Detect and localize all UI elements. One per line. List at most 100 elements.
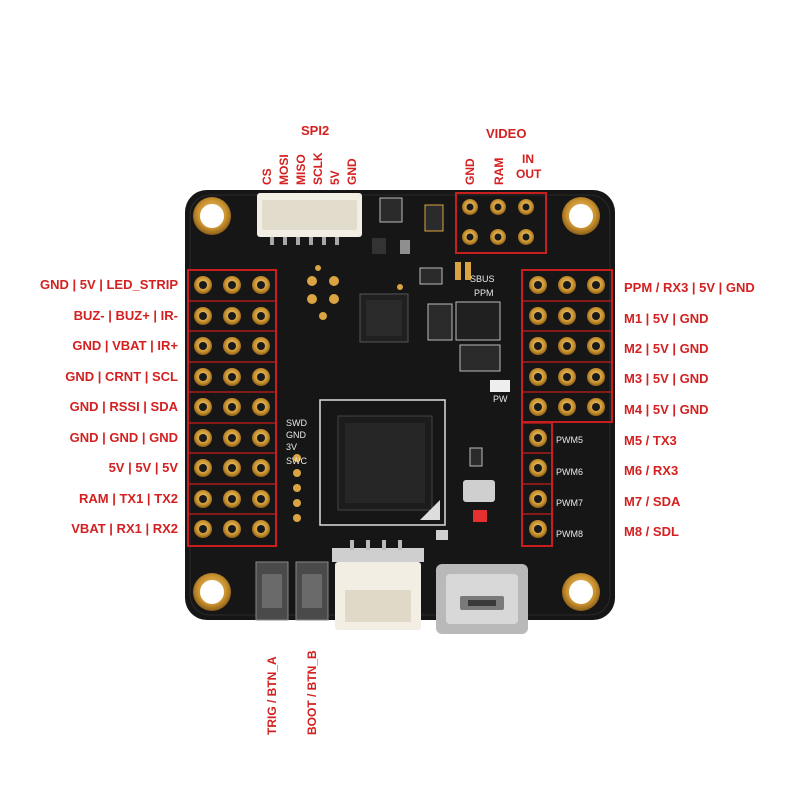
crystal-and-leds [436,380,510,540]
left-header-pin [194,276,212,294]
smd-components-top [307,197,471,320]
right-header-pin [529,398,547,416]
right-header-pin [529,368,547,386]
left-label-row-9: VBAT | RX1 | RX2 [71,521,178,536]
jst-connector [332,540,424,630]
right-label-row-5: M4 | 5V | GND [624,402,709,417]
right-label-row-9: M8 / SDL [624,524,679,539]
video-pin-label-gnd: GND [463,158,477,185]
right-header-pin [529,520,547,538]
spi2-pin-label-miso: MISO [294,154,308,185]
left-header-pin [194,307,212,325]
spi2-pin-label-sclk: SCLK [311,152,325,185]
left-header-pin [223,490,241,508]
left-header-pin [252,459,270,477]
left-header-pin [223,368,241,386]
video-pin-label-ram: RAM [492,157,506,185]
left-header-pin [223,429,241,447]
right-header-pin [529,429,547,447]
left-header-pin [252,520,270,538]
right-label-row-1: PPM / RX3 | 5V | GND [624,280,755,295]
left-header-pin [223,307,241,325]
silk-gnd: GND [286,430,306,440]
left-header-pin [194,429,212,447]
right-header-pin [587,337,605,355]
spi2-pin-label-5v: 5V [328,170,342,185]
video-pin-label-out: OUT [516,167,542,181]
voltage-regulator [427,301,501,372]
swd-pads [293,454,301,522]
mounting-hole-bottom-right [562,573,600,611]
right-header-pin [558,307,576,325]
right-header-pin [558,398,576,416]
silk-pwm5: PWM5 [556,435,583,445]
left-header-pin [194,459,212,477]
right-header-pin [587,276,605,294]
left-label-row-2: BUZ- | BUZ+ | IR- [73,308,178,323]
left-header-pin [252,398,270,416]
left-header-pin [223,459,241,477]
silk-pwm7: PWM7 [556,498,583,508]
boot-button-label: BOOT / BTN_B [305,650,319,735]
right-label-row-8: M7 / SDA [624,494,681,509]
spi2-connector [257,193,362,245]
right-header-pin [529,337,547,355]
right-label-row-4: M3 | 5V | GND [624,371,709,386]
left-header-pin [252,368,270,386]
button-trig [255,561,289,621]
main-mcu [319,399,446,526]
left-header-pin [252,307,270,325]
silk-pwm6: PWM6 [556,467,583,477]
right-label-row-6: M5 / TX3 [624,433,677,448]
right-header-pin [529,276,547,294]
sensor-chip [359,284,409,343]
left-header-pin [223,520,241,538]
left-header-pin [223,337,241,355]
right-header-pin [558,368,576,386]
left-label-row-3: GND | VBAT | IR+ [72,338,178,353]
mounting-hole-top-left [193,197,231,235]
right-label-row-2: M1 | 5V | GND [624,311,709,326]
right-header-pin [558,337,576,355]
left-header-pin [252,337,270,355]
silk-swc: SWC [286,456,307,466]
left-label-row-1: GND | 5V | LED_STRIP [39,277,178,292]
right-label-row-3: M2 | 5V | GND [624,341,709,356]
left-header-pin [194,490,212,508]
left-header-pin [223,276,241,294]
spi2-pin-label-gnd: GND [345,158,359,185]
trig-button-label: TRIG / BTN_A [265,656,279,735]
right-header-pin [558,276,576,294]
left-label-row-6: GND | GND | GND [69,430,178,445]
right-pin-header [521,269,613,547]
left-header-pin [223,398,241,416]
left-label-row-4: GND | CRNT | SCL [65,369,178,384]
right-header-pin [587,398,605,416]
right-label-row-7: M6 / RX3 [624,463,679,478]
left-label-row-8: RAM | TX1 | TX2 [78,491,178,506]
left-header-pin [252,276,270,294]
left-header-pin [194,398,212,416]
mounting-hole-top-right [562,197,600,235]
left-header-pin [252,429,270,447]
spi2-pin-label-cs: CS [260,168,274,185]
silk-pw: PW [493,394,508,404]
silk-pwm8: PWM8 [556,529,583,539]
left-label-row-5: GND | RSSI | SDA [69,399,178,414]
left-pin-header [187,269,277,547]
right-header-pin [529,490,547,508]
video-pin-label-in: IN [522,152,534,166]
silk-sbus: SBUS [470,274,495,284]
right-header-pin [529,459,547,477]
spi2-label: SPI2 [301,123,330,138]
video-header [455,192,547,254]
left-header-pin [194,368,212,386]
silk-swd: SWD [286,418,307,428]
right-header-pin [587,307,605,325]
usb-connector [436,564,528,634]
mounting-hole-bottom-left [193,573,231,611]
silk-ppm: PPM [474,288,494,298]
video-label: VIDEO [486,126,527,141]
left-header-pin [194,520,212,538]
